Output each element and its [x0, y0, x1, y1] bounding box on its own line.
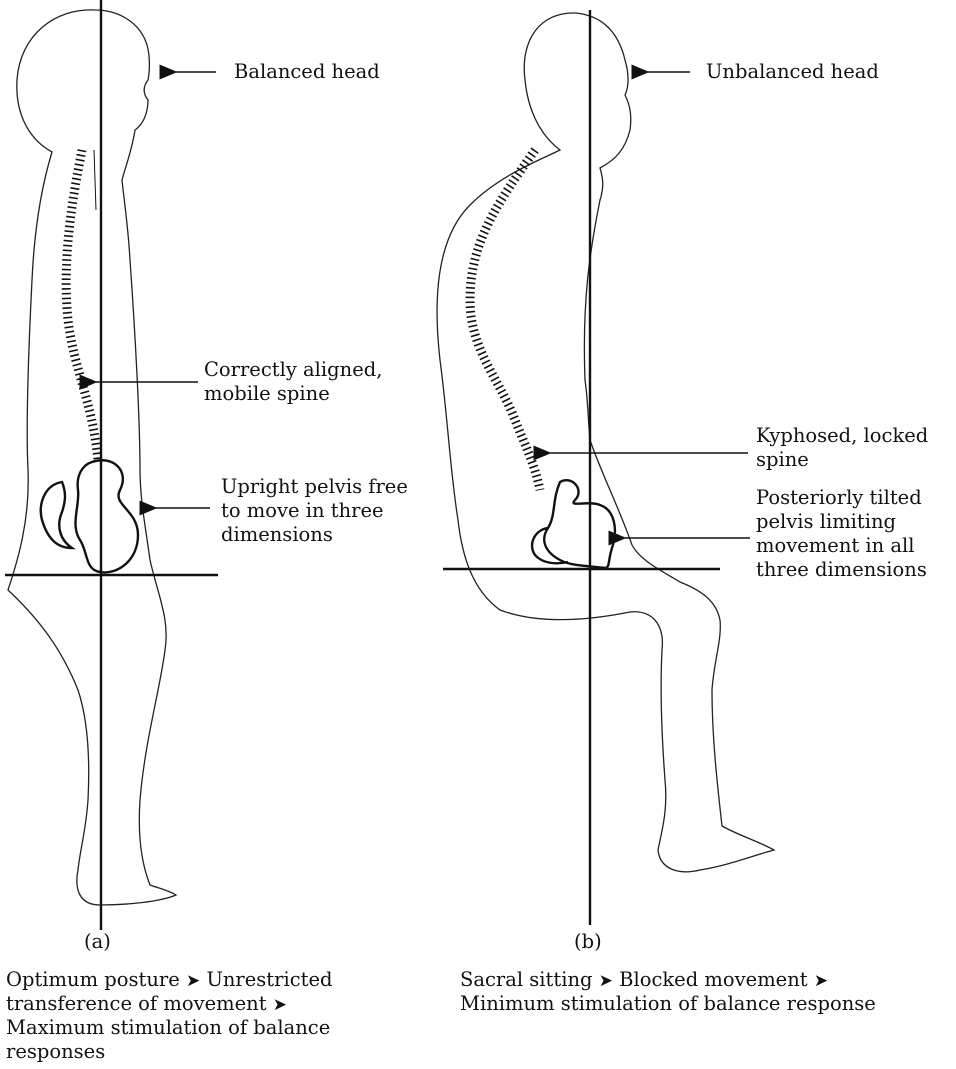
- caption-arrow-icon: ➤: [599, 971, 613, 991]
- panel-b-caption-line1: Sacral sitting ➤ Blocked movement ➤: [460, 968, 828, 993]
- panel-a-caption-line4: responses: [6, 1040, 105, 1064]
- panel-a-tag: (a): [84, 930, 111, 954]
- caption-arrow-icon: ➤: [814, 971, 828, 991]
- panel-a-head-label: Balanced head: [234, 60, 380, 84]
- panel-b-body-outline: [437, 13, 774, 872]
- panel-a-pelvis: [75, 460, 138, 572]
- panel-a-caption-line3: Maximum stimulation of balance: [6, 1016, 330, 1040]
- panel-b-tag: (b): [574, 930, 602, 954]
- panel-b-spine-label: Kyphosed, locked spine: [756, 424, 928, 472]
- panel-a-figure: [5, 0, 218, 930]
- panel-b-pelvis: [544, 480, 615, 568]
- panel-b-head-label: Unbalanced head: [706, 60, 879, 84]
- panel-b-spine: [470, 150, 540, 490]
- panel-b-caption-seg1: Sacral sitting: [460, 968, 592, 991]
- panel-a-spine-label: Correctly aligned, mobile spine: [204, 358, 382, 406]
- panel-a-caption-line1: Optimum posture ➤ Unrestricted: [6, 968, 332, 993]
- panel-b-caption-line2: Minimum stimulation of balance response: [460, 992, 876, 1016]
- panel-a-caption-line2: transference of movement ➤: [6, 992, 287, 1017]
- panel-b-figure: [437, 10, 774, 925]
- panel-a-caption-seg2: Unrestricted: [206, 968, 332, 991]
- panel-a-caption-seg3: transference of movement: [6, 992, 267, 1015]
- caption-arrow-icon: ➤: [273, 995, 287, 1015]
- panel-a-pelvis-label: Upright pelvis free to move in three dim…: [221, 475, 408, 547]
- panel-b-pelvis-label: Posteriorly tilted pelvis limiting movem…: [756, 486, 927, 582]
- panel-a-caption-seg1: Optimum posture: [6, 968, 180, 991]
- panel-a-spine: [66, 150, 98, 460]
- panel-a-body-outline: [8, 10, 176, 905]
- panel-b-caption-seg2: Blocked movement: [619, 968, 807, 991]
- caption-arrow-icon: ➤: [186, 971, 200, 991]
